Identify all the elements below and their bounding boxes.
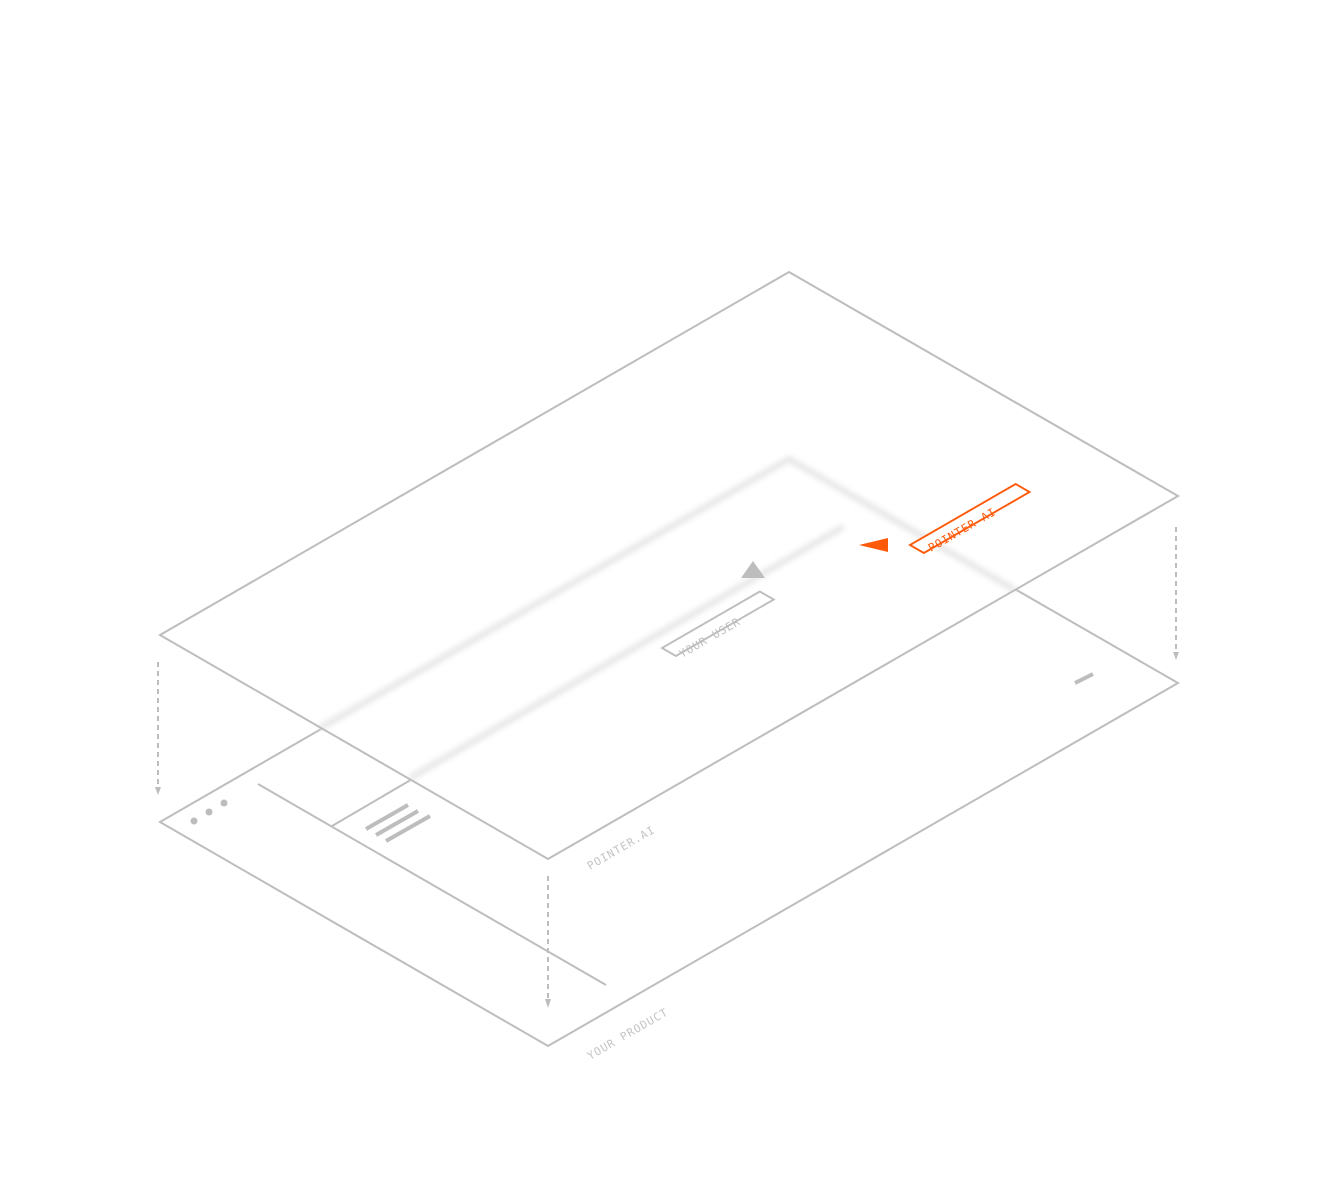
- product-minimize-icon: [1074, 672, 1094, 685]
- hamburger-menu-icon: [365, 803, 431, 843]
- arrowheads: [155, 652, 1179, 1008]
- pointer-plane-fill: [160, 272, 1178, 859]
- product-layer-label: YOUR PRODUCT: [585, 1006, 671, 1063]
- arrowhead-icon: [545, 999, 551, 1008]
- arrowhead-icon: [155, 787, 161, 795]
- window-dots-icon: [190, 799, 228, 825]
- user-cursor-icon: [741, 561, 765, 578]
- drop-arrows: [157, 527, 1177, 1000]
- pointer-plane-outline: [157, 270, 1181, 861]
- ai-cursor-icon: [859, 538, 888, 552]
- blurred-product-ghost: [318, 455, 1017, 781]
- arrowhead-icon: [1173, 652, 1179, 660]
